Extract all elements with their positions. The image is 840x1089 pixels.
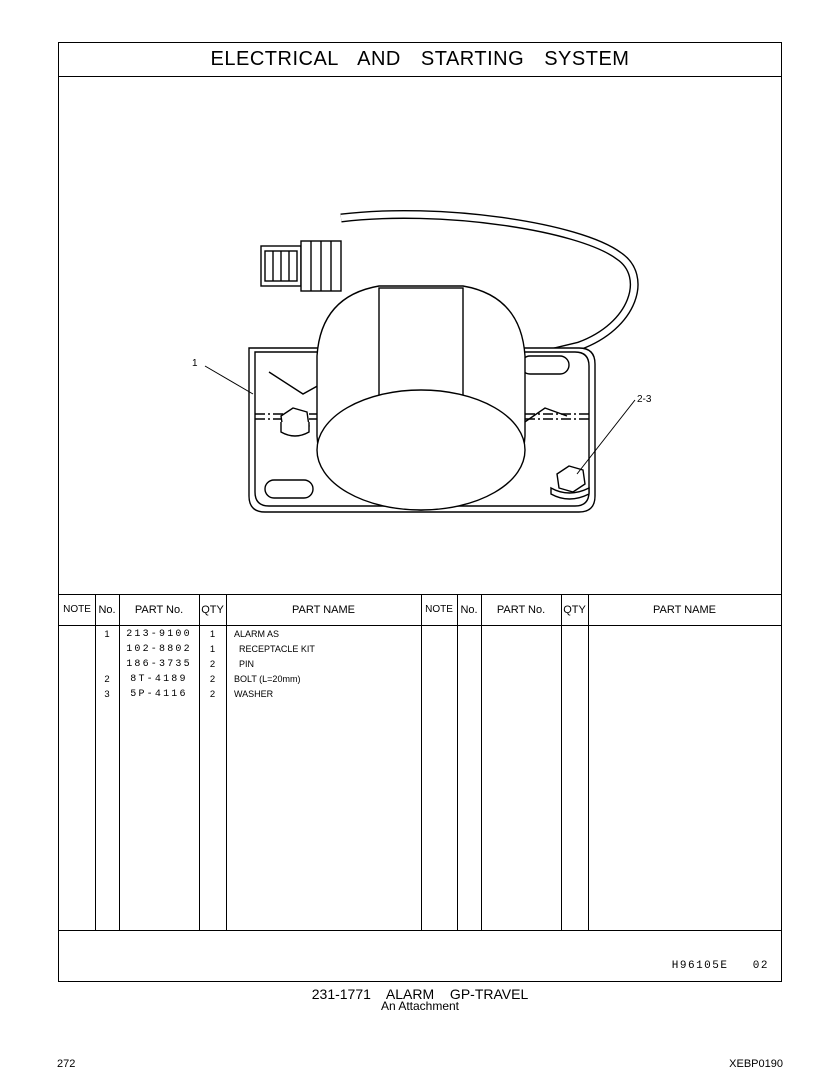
part-name: WASHER xyxy=(234,689,274,699)
item-number: 1 xyxy=(104,629,110,640)
quantity: 1 xyxy=(209,629,216,640)
part-number: 102-8802 xyxy=(126,644,192,655)
column-divider xyxy=(561,595,562,930)
callout-1: 1 xyxy=(192,358,198,369)
part-name: ALARM AS xyxy=(234,629,280,639)
header-part-no: PART No. xyxy=(134,604,184,616)
header-part-name: PART NAME xyxy=(292,604,355,616)
header-no-right: No. xyxy=(460,604,478,616)
header-qty: QTY xyxy=(201,604,224,616)
table-row: 102-8802 1 RECEPTACLE KIT xyxy=(59,642,781,657)
header-note-right: NOTE xyxy=(425,604,453,615)
quantity: 2 xyxy=(209,689,216,700)
header-note: NOTE xyxy=(63,604,91,615)
part-number: 213-9100 xyxy=(126,629,192,640)
table-row: 186-3735 2 PIN xyxy=(59,657,781,672)
part-number: 5P-4116 xyxy=(130,689,188,700)
section-title: ELECTRICAL AND STARTING SYSTEM xyxy=(59,43,781,77)
column-divider xyxy=(199,595,200,930)
part-name: PIN xyxy=(234,659,255,669)
illustration-code: H96105E 02 xyxy=(671,960,769,972)
header-part-name-right: PART NAME xyxy=(653,604,716,616)
page-number: 272 xyxy=(57,1058,76,1070)
part-name: RECEPTACLE KIT xyxy=(234,644,315,654)
parts-table: NOTE No. PART No. QTY PART NAME NOTE No.… xyxy=(59,594,781,931)
quantity: 2 xyxy=(209,674,216,685)
column-divider xyxy=(481,595,482,930)
column-divider xyxy=(226,595,227,930)
document-code: XEBP0190 xyxy=(729,1058,783,1070)
quantity: 1 xyxy=(209,644,216,655)
quantity: 2 xyxy=(209,659,216,670)
alarm-assembly-drawing xyxy=(204,209,639,513)
column-divider xyxy=(457,595,458,930)
header-no: No. xyxy=(98,604,116,616)
parts-illustration: 1 2-3 xyxy=(59,76,781,634)
column-divider xyxy=(588,595,589,930)
parts-table-header: NOTE No. PART No. QTY PART NAME NOTE No.… xyxy=(59,595,781,626)
table-row: 3 5P-4116 2 WASHER xyxy=(59,687,781,702)
group-caption: 231-1771 ALARM GP-TRAVEL xyxy=(311,986,529,1002)
table-row: 1 213-9100 1 ALARM AS xyxy=(59,627,781,642)
item-number: 3 xyxy=(104,689,110,700)
header-part-no-right: PART No. xyxy=(496,604,546,616)
callout-2-3: 2-3 xyxy=(637,394,652,405)
part-name: BOLT (L=20mm) xyxy=(234,674,301,684)
column-divider xyxy=(119,595,120,930)
part-number: 186-3735 xyxy=(126,659,192,670)
column-divider xyxy=(421,595,422,930)
parts-page-frame: ELECTRICAL AND STARTING SYSTEM xyxy=(58,42,782,982)
group-subcaption: An Attachment xyxy=(380,999,460,1013)
part-number: 8T-4189 xyxy=(130,674,188,685)
table-row: 2 8T-4189 2 BOLT (L=20mm) xyxy=(59,672,781,687)
column-divider xyxy=(95,595,96,930)
item-number: 2 xyxy=(104,674,110,685)
header-qty-right: QTY xyxy=(563,604,586,616)
